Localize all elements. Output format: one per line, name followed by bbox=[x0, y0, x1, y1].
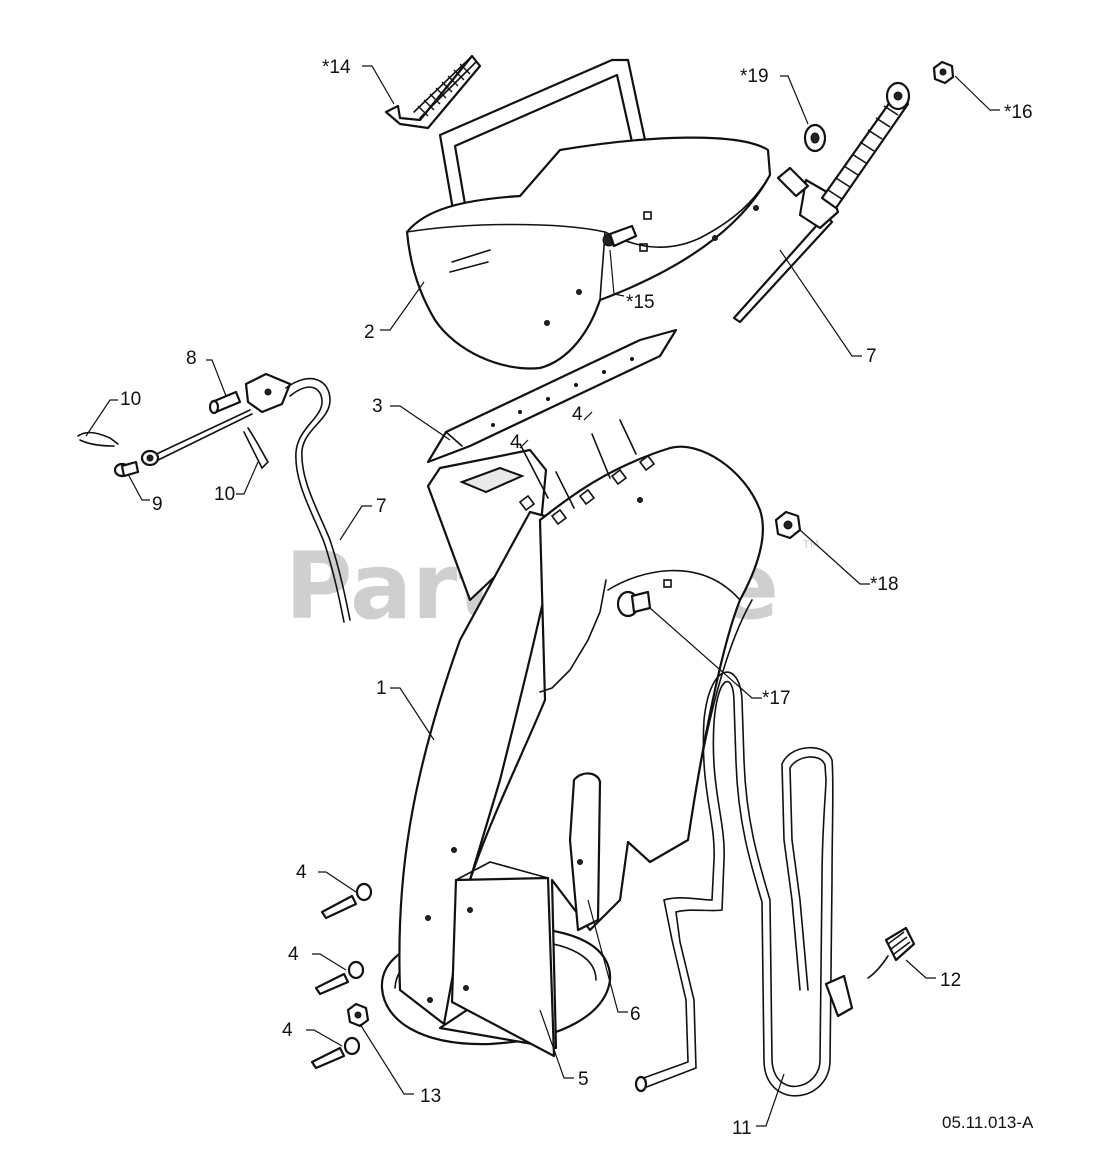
cable-bracket bbox=[140, 372, 292, 467]
part-7-cable-lower bbox=[285, 377, 351, 623]
drawing-number: 05.11.013-A bbox=[942, 1113, 1034, 1132]
callout-14: *14 bbox=[322, 57, 351, 78]
part-19-bushing bbox=[803, 123, 827, 153]
callout-4-top-left: 4 bbox=[510, 432, 521, 453]
part-7-crank-rod-upper bbox=[732, 81, 911, 324]
callout-7-lower: 7 bbox=[376, 496, 387, 517]
part-10-clip-b bbox=[243, 427, 270, 470]
callout-18: *18 bbox=[870, 574, 899, 595]
callout-4-rivet-1: 4 bbox=[296, 862, 307, 883]
part-9-bushing bbox=[113, 460, 140, 478]
callout-3: 3 bbox=[372, 396, 383, 417]
callout-12: 12 bbox=[940, 970, 961, 991]
part-11-crank-handle bbox=[634, 671, 854, 1097]
callout-4-rivet-3: 4 bbox=[282, 1020, 293, 1041]
callout-10-right: 10 bbox=[214, 484, 235, 505]
callout-9: 9 bbox=[152, 494, 163, 515]
callout-13: 13 bbox=[420, 1086, 441, 1107]
callout-16: *16 bbox=[1004, 102, 1033, 123]
part-8-pin bbox=[208, 390, 242, 415]
callout-4-rivet-2: 4 bbox=[288, 944, 299, 965]
part-16-nut bbox=[932, 60, 955, 85]
callout-8: 8 bbox=[186, 348, 197, 369]
part-18-nut bbox=[774, 510, 802, 540]
callout-17: *17 bbox=[762, 688, 791, 709]
part-5-plate bbox=[450, 861, 556, 1058]
leader-lines bbox=[85, 65, 1000, 1127]
callout-7-upper: 7 bbox=[866, 346, 877, 367]
callout-19: *19 bbox=[740, 66, 769, 87]
part-4-rivet-1 bbox=[320, 882, 373, 920]
part-3-plate bbox=[426, 328, 678, 464]
part-14-spring bbox=[384, 54, 482, 130]
callout-1: 1 bbox=[376, 678, 387, 699]
part-12-spring bbox=[867, 926, 916, 979]
part-13-nut bbox=[346, 1002, 370, 1028]
callout-10-left: 10 bbox=[120, 389, 141, 410]
callout-2: 2 bbox=[364, 322, 375, 343]
callout-11: 11 bbox=[732, 1118, 752, 1139]
callout-6: 6 bbox=[630, 1004, 641, 1025]
part-4-rivet-2 bbox=[314, 960, 365, 996]
part-4-rivets-top bbox=[519, 419, 637, 509]
callout-15: *15 bbox=[626, 292, 655, 313]
part-4-rivet-3 bbox=[310, 1036, 361, 1070]
part-10-clip-a bbox=[77, 431, 119, 447]
callout-5: 5 bbox=[578, 1069, 589, 1090]
callout-4-top-right: 4 bbox=[572, 404, 583, 425]
callout-labels: *14 *19 *16 2 *15 7 8 10 9 10 7 3 4 4 *1… bbox=[120, 57, 1033, 1139]
watermark-tm: TM bbox=[802, 538, 819, 551]
part-2-deflector bbox=[405, 58, 772, 370]
